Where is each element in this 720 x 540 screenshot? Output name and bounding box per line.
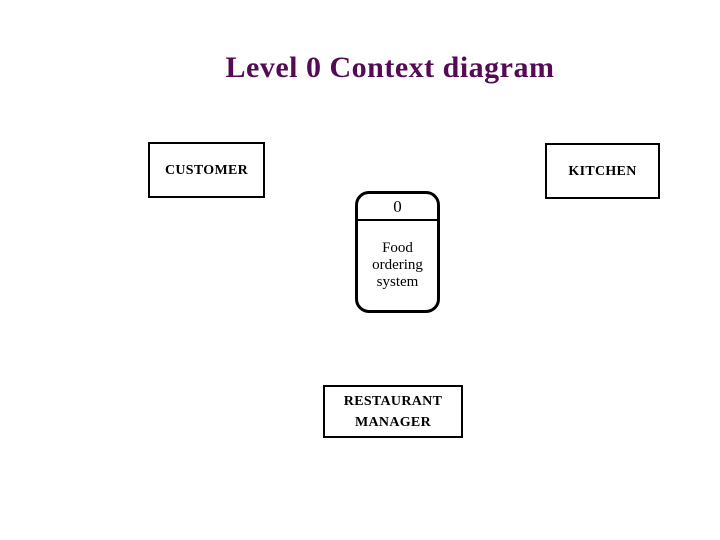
entity-restaurant-manager-label-line-2: MANAGER	[355, 414, 431, 430]
entity-customer-label: CUSTOMER	[164, 162, 249, 178]
entity-kitchen: KITCHEN	[545, 143, 660, 199]
entity-customer: CUSTOMER	[148, 142, 265, 198]
entity-restaurant-manager-label-line-1: RESTAURANT	[343, 393, 443, 409]
process-name-line-1: Food	[382, 240, 413, 256]
entity-kitchen-label: KITCHEN	[568, 163, 637, 179]
process-name-line-3: system	[376, 274, 419, 290]
slide-title: Level 0 Context diagram	[225, 51, 555, 84]
process-number: 0	[358, 194, 437, 221]
process-food-ordering-system: 0 Food ordering system	[355, 191, 440, 313]
entity-restaurant-manager: RESTAURANT MANAGER	[323, 385, 463, 438]
process-name: Food ordering system	[358, 221, 437, 310]
process-name-line-2: ordering	[372, 257, 423, 273]
